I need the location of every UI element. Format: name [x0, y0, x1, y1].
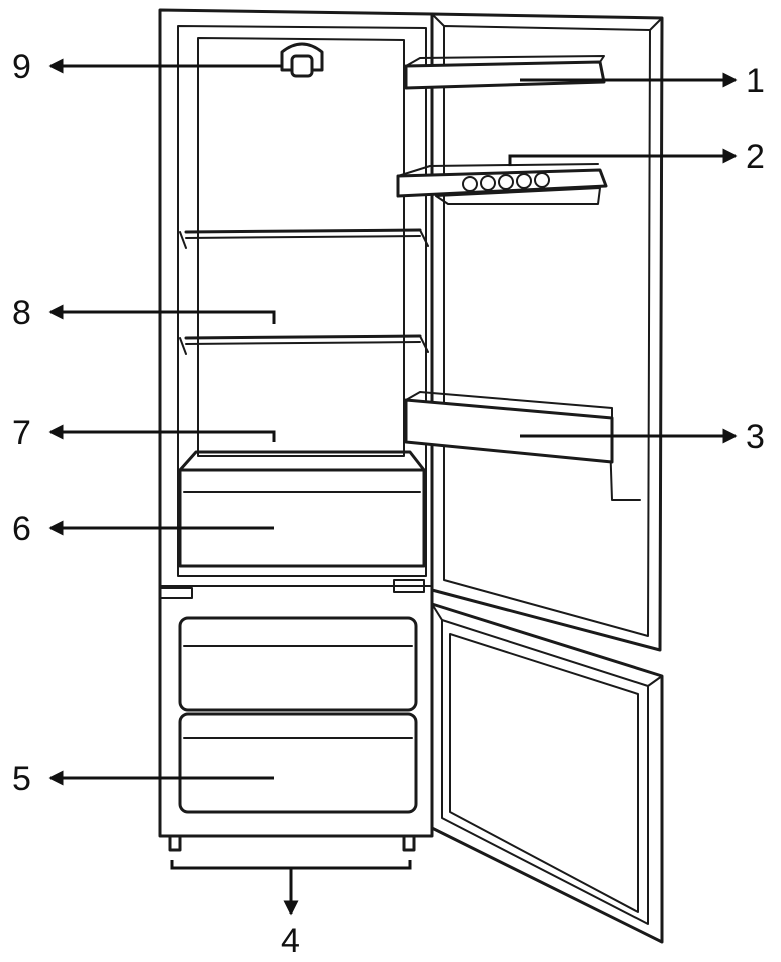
arrow-8 — [48, 304, 276, 324]
callout-8: 8 — [12, 294, 31, 332]
arrow-2 — [508, 148, 738, 166]
glass-shelf-upper — [179, 228, 429, 249]
callout-9: 9 — [12, 48, 31, 86]
feet-bracket — [170, 860, 412, 870]
leader-lines — [48, 58, 738, 916]
arrow-7 — [48, 424, 276, 442]
freezer-drawer-lower — [178, 712, 418, 814]
callout-6: 6 — [12, 510, 31, 548]
callout-4: 4 — [281, 922, 300, 960]
freezer-door — [430, 602, 664, 944]
refrigerator-cabinet — [158, 8, 434, 852]
egg-tray-shelf — [396, 163, 608, 205]
callout-1: 1 — [746, 62, 765, 100]
fridge-door — [430, 12, 664, 652]
glass-shelf-lower — [179, 334, 429, 355]
door-balcony-bottom — [404, 391, 614, 464]
callout-5: 5 — [12, 760, 31, 798]
interior-light — [280, 42, 324, 78]
callout-7: 7 — [12, 414, 31, 452]
crisper-cover-shelf — [178, 450, 426, 472]
callout-3: 3 — [746, 418, 765, 456]
freezer-drawer-upper — [178, 616, 418, 712]
crisper-drawer — [178, 468, 426, 568]
door-balcony-top — [404, 55, 606, 90]
callout-2: 2 — [746, 138, 765, 176]
